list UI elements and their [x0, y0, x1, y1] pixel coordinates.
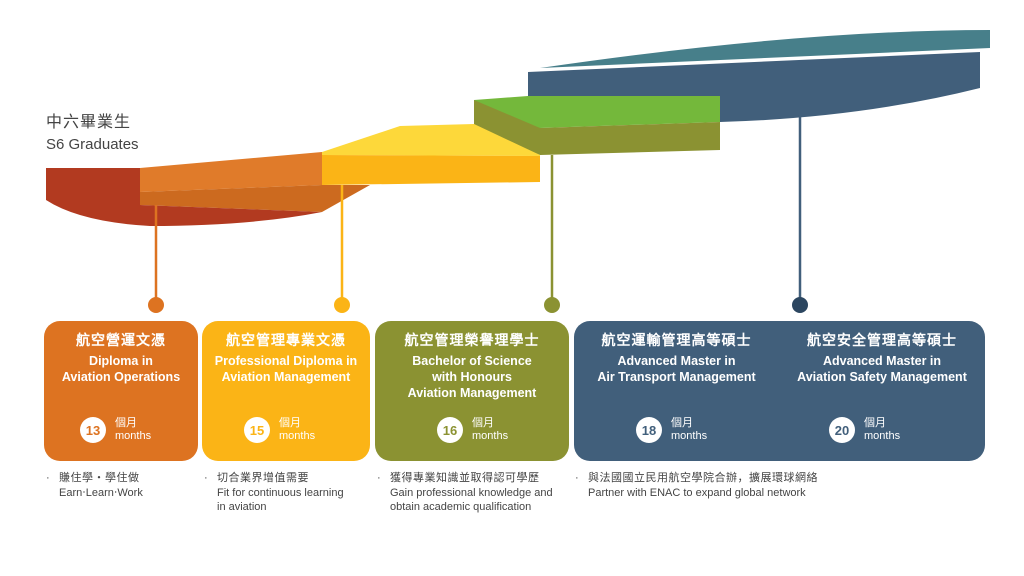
note-zh: 獲得專業知識並取得認可學歷 [390, 472, 540, 484]
note-en: Partner with ENAC to expand global netwo… [588, 487, 806, 499]
step-red [46, 168, 322, 226]
note-diploma: · 賺住學‧學住做 Earn‧Learn‧Work [46, 471, 196, 500]
note-bachelor: · 獲得專業知識並取得認可學歷 Gain professional knowle… [377, 471, 572, 514]
duration-badge: 20 [829, 417, 855, 443]
intro-en: S6 Graduates [46, 136, 139, 153]
duration-badge: 15 [244, 417, 270, 443]
duration-unit-en: months [115, 430, 152, 442]
note-en: Gain professional knowledge and obtain a… [390, 487, 553, 513]
program-title-zh: 航空營運文憑 [76, 332, 166, 348]
program-card-bachelor: 航空管理榮譽理學士 Bachelor of Science with Honou… [375, 321, 569, 461]
step-orange-side [140, 185, 370, 212]
connector-orange [148, 205, 164, 313]
duration-unit-zh: 個月 [671, 417, 693, 429]
note-en: Earn‧Learn‧Work [59, 487, 143, 499]
duration-badge: 16 [437, 417, 463, 443]
program-title-zh: 航空管理榮譽理學士 [404, 332, 540, 348]
note-masters: · 與法國國立民用航空學院合辦，擴展環球網絡 Partner with ENAC… [575, 471, 875, 500]
step-teal-top [540, 30, 990, 68]
bullet: · [204, 472, 208, 484]
program-title-zh: 航空管理專業文憑 [226, 332, 346, 348]
connector-dot [334, 297, 350, 313]
intro-zh: 中六畢業生 [46, 114, 132, 131]
connector-amber [334, 185, 350, 313]
note-zh: 賺住學‧學住做 [59, 472, 140, 484]
duration-unit-zh: 個月 [115, 417, 137, 429]
bullet: · [377, 472, 381, 484]
step-teal-side [528, 52, 980, 122]
duration-unit-zh: 個月 [864, 417, 886, 429]
step-green-top [474, 96, 720, 128]
duration-unit-zh: 個月 [279, 417, 301, 429]
program-card-professional-diploma: 航空管理專業文憑 Professional Diploma in Aviatio… [202, 321, 370, 461]
duration-unit-en: months [472, 430, 509, 442]
program-title-zh: 航空運輸管理高等碩士 [601, 332, 752, 348]
program-title-en: Professional Diploma in Aviation Managem… [214, 354, 358, 384]
step-yellow-top [322, 124, 540, 156]
connector-olive [544, 155, 560, 313]
note-zh: 切合業界增值需要 [217, 472, 309, 484]
program-title-en: Bachelor of Science with Honours Aviatio… [407, 354, 537, 400]
step-olive-side [474, 100, 720, 155]
duration-unit-en: months [671, 430, 708, 442]
connector-dot [544, 297, 560, 313]
note-en: Fit for continuous learning in aviation [217, 487, 344, 513]
connector-dot [792, 297, 808, 313]
duration-unit-zh: 個月 [472, 417, 494, 429]
bullet: · [46, 472, 50, 484]
connector-dot [148, 297, 164, 313]
program-title-en: Advanced Master in Aviation Safety Manag… [797, 354, 967, 384]
duration-badge: 18 [636, 417, 662, 443]
program-title-en: Diploma in Aviation Operations [61, 354, 181, 384]
duration-badge: 13 [80, 417, 106, 443]
note-zh: 與法國國立民用航空學院合辦，擴展環球網絡 [588, 472, 818, 484]
step-amber-side [322, 155, 540, 185]
connector-slate [792, 115, 808, 313]
program-title-zh: 航空安全管理高等碩士 [807, 332, 957, 348]
intro-label: 中六畢業生 S6 Graduates [46, 108, 139, 153]
bullet: · [575, 472, 579, 484]
program-title-en: Advanced Master in Air Transport Managem… [597, 354, 756, 384]
note-professional-diploma: · 切合業界增值需要 Fit for continuous learning i… [204, 471, 374, 514]
duration-unit-en: months [279, 430, 316, 442]
program-card-diploma: 航空營運文憑 Diploma in Aviation Operations 13… [44, 321, 198, 461]
program-card-masters: 航空運輸管理高等碩士 Advanced Master in Air Transp… [574, 321, 985, 461]
step-orange-top [140, 152, 322, 192]
duration-unit-en: months [864, 430, 901, 442]
